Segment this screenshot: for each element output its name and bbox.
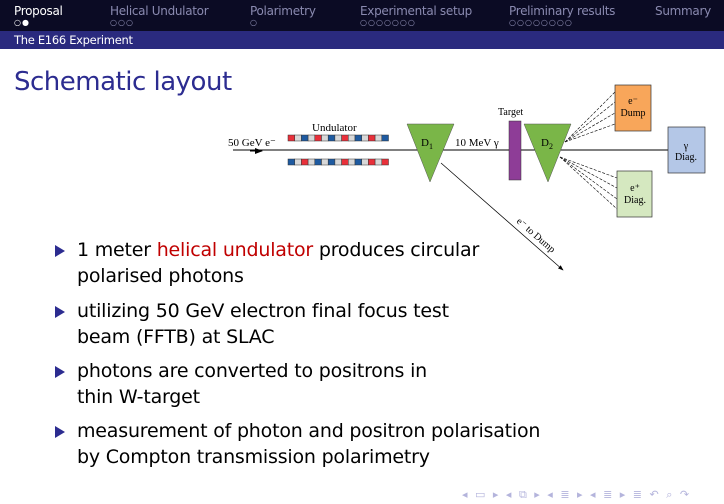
magnet-block <box>381 134 389 142</box>
slide-title: Schematic layout <box>14 67 232 97</box>
bullet-icon <box>55 426 65 438</box>
beam-label: 50 GeV e⁻ <box>228 137 276 149</box>
magnet-block <box>294 158 302 166</box>
magnet-block <box>287 134 295 142</box>
magnet-block <box>327 158 336 166</box>
positron-diag-box <box>616 170 653 218</box>
edump-label-2: Dump <box>621 108 646 119</box>
nav-dots-helical-undulator[interactable]: ○○○ <box>110 18 134 27</box>
magnet-block <box>334 158 342 166</box>
magnet-block <box>368 134 376 142</box>
bullet-icon <box>55 306 65 318</box>
magnet-block <box>294 134 302 142</box>
header-bar: Proposal ○● Helical Undulator ○○○ Polari… <box>0 0 724 31</box>
pdiag-label-2: Diag. <box>624 195 646 206</box>
nav-section-preliminary-results[interactable]: Preliminary results <box>509 4 616 18</box>
to-dump-label: e⁻ to Dump <box>514 216 557 255</box>
highlight-helical-undulator: helical undulator <box>156 239 314 261</box>
bullet-icon <box>55 245 65 257</box>
nav-section-experimental-setup[interactable]: Experimental setup <box>360 4 472 18</box>
nav-section-helical-undulator[interactable]: Helical Undulator <box>110 4 209 18</box>
magnet-block <box>301 134 309 142</box>
magnet-block <box>287 158 295 166</box>
bullet-2: utilizing 50 GeV electron final focus te… <box>55 298 449 350</box>
nav-section-polarimetry[interactable]: Polarimetry <box>250 4 316 18</box>
nav-dots-experimental-setup[interactable]: ○○○○○○○ <box>360 18 416 27</box>
magnet-block <box>368 158 376 166</box>
dipole-d1 <box>406 123 455 183</box>
magnet-block <box>321 158 329 166</box>
gdiag-label-2: Diag. <box>675 152 697 163</box>
undulator-bottom <box>287 158 389 166</box>
bullet-4: measurement of photon and positron polar… <box>55 418 540 470</box>
magnet-block <box>361 158 369 166</box>
subsection-title: The E166 Experiment <box>14 33 133 47</box>
magnet-block <box>361 134 369 142</box>
electron-dump-box <box>614 84 652 132</box>
magnet-block <box>307 134 316 142</box>
magnet-block <box>327 134 336 142</box>
magnet-block <box>374 134 383 142</box>
magnet-block <box>381 158 389 166</box>
bullet-1: 1 meter helical undulator produces circu… <box>55 237 479 289</box>
photon-label: 10 MeV γ <box>455 137 499 149</box>
d1-label: D1 <box>421 137 433 151</box>
electron-fan <box>564 91 616 143</box>
undulator-top <box>287 134 389 142</box>
nav-section-proposal[interactable]: Proposal <box>14 4 63 18</box>
subsection-bar: The E166 Experiment <box>0 31 724 49</box>
nav-dots-preliminary-results[interactable]: ○○○○○○○○ <box>509 18 573 27</box>
magnet-block <box>321 134 329 142</box>
magnet-block <box>354 134 362 142</box>
d2-label: D2 <box>541 137 553 151</box>
magnet-block <box>301 158 309 166</box>
magnet-block <box>334 134 342 142</box>
nav-dots-proposal[interactable]: ○● <box>14 18 30 27</box>
nav-section-summary[interactable]: Summary <box>655 4 711 18</box>
magnet-block <box>341 134 349 142</box>
dipole-d2 <box>523 123 572 183</box>
magnet-block <box>348 158 356 166</box>
photon-diag-box <box>667 126 706 174</box>
magnet-block <box>307 158 316 166</box>
magnet-block <box>341 158 349 166</box>
gdiag-label-1: γ <box>683 141 689 152</box>
undulator-label: Undulator <box>312 122 357 134</box>
target-label: Target <box>498 107 523 118</box>
beamer-navigation-controls[interactable]: ◂ ▭ ▸ ◂ ⧉ ▸ ◂ ≣ ▸ ◂ ≣ ▸ ≣ ↶ ⌕ ↷ <box>462 488 692 501</box>
target <box>508 120 522 181</box>
bullet-icon <box>55 366 65 378</box>
magnet-block <box>374 158 383 166</box>
dump-line <box>440 162 564 271</box>
nav-dots-polarimetry[interactable]: ○ <box>250 18 258 27</box>
magnet-block <box>314 158 322 166</box>
magnet-block <box>314 134 322 142</box>
edump-label-1: e⁻ <box>628 96 638 107</box>
magnet-block <box>354 158 362 166</box>
pdiag-label-1: e⁺ <box>630 183 640 194</box>
positron-fan <box>559 156 618 210</box>
magnet-block <box>348 134 356 142</box>
